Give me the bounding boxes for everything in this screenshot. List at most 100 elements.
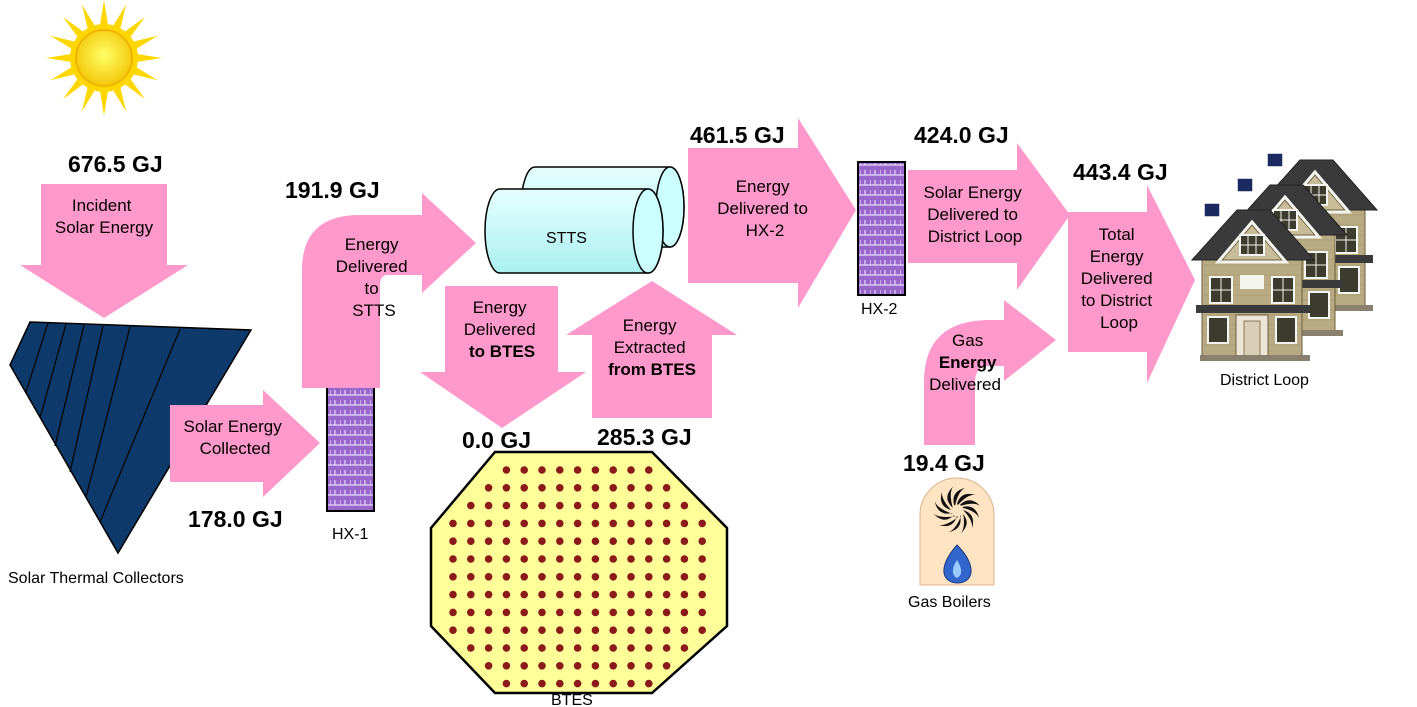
btes-borehole-dot (591, 501, 600, 510)
btes-borehole-dot (627, 466, 635, 474)
btes-borehole-dot (449, 626, 457, 634)
btes-borehole-dot (680, 555, 689, 563)
btes-borehole-dot (484, 608, 493, 617)
to-hx2-label: Energy Delivered to HX-2 (717, 177, 812, 240)
from-btes-value: 285.3 GJ (597, 424, 692, 450)
btes-borehole-dot (484, 644, 493, 652)
btes-borehole-dot (698, 519, 706, 528)
hx1-icon (326, 385, 375, 512)
btes-borehole-dot (556, 466, 564, 474)
btes-borehole-dot (467, 644, 475, 652)
btes-borehole-dot (662, 590, 671, 599)
btes-borehole-dot (556, 644, 564, 652)
to-hx2-value: 461.5 GJ (690, 122, 785, 148)
btes-borehole-dot (556, 590, 564, 599)
btes-borehole-dot (662, 555, 671, 563)
total-value: 443.4 GJ (1073, 159, 1168, 185)
btes-borehole-dot (645, 484, 653, 492)
btes-borehole-dot (609, 662, 617, 670)
total-label: Total Energy Delivered to District Loop (1081, 225, 1158, 332)
btes-borehole-dot (680, 626, 689, 634)
btes-borehole-dot (627, 501, 635, 510)
btes-borehole-dot (502, 501, 511, 510)
btes-borehole-dot (538, 519, 546, 528)
btes-borehole-dot (680, 519, 689, 528)
btes-borehole-dot (609, 466, 617, 474)
btes-borehole-dot (645, 555, 653, 563)
btes-borehole-dot (573, 679, 582, 688)
btes-borehole-dot (556, 519, 564, 528)
incident-value: 676.5 GJ (68, 151, 163, 177)
collected-label: Solar Energy Collected (183, 417, 286, 458)
btes-borehole-dot (591, 590, 600, 599)
btes-borehole-dot (502, 484, 511, 492)
btes-borehole-dot (591, 519, 600, 528)
btes-borehole-dot (484, 501, 493, 510)
btes-borehole-dot (502, 590, 511, 599)
btes-borehole-dot (467, 501, 475, 510)
btes-borehole-dot (467, 590, 475, 599)
btes-borehole-dot (698, 537, 706, 545)
btes-borehole-dot (449, 537, 457, 545)
btes-borehole-dot (609, 679, 617, 688)
gas-boiler-icon (919, 477, 995, 586)
btes-borehole-dot (662, 626, 671, 634)
btes-borehole-dot (662, 537, 671, 545)
btes-borehole-dot (520, 537, 528, 545)
btes-borehole-dot (645, 626, 653, 634)
from-btes-arrow (566, 281, 737, 418)
btes-borehole-dot (698, 573, 706, 581)
btes-borehole-dot (662, 484, 671, 492)
btes-borehole-dot (573, 573, 582, 581)
btes-borehole-dot (573, 644, 582, 652)
btes-borehole-dot (467, 573, 475, 581)
to-stts-arrow (302, 193, 476, 388)
btes-borehole-dot (609, 608, 617, 617)
to-loop-arrow (908, 143, 1070, 290)
btes-borehole-dot (645, 608, 653, 617)
btes-borehole-dot (484, 626, 493, 634)
btes-borehole-dot (662, 501, 671, 510)
btes-borehole-dot (609, 501, 617, 510)
btes-borehole-dot (680, 590, 689, 599)
gas-arrow (924, 300, 1056, 445)
btes-borehole-dot (645, 573, 653, 581)
btes-borehole-dot (484, 573, 493, 581)
btes-borehole-dot (627, 590, 635, 599)
btes-borehole-dot (502, 555, 511, 563)
btes-borehole-dot (449, 519, 457, 528)
btes-borehole-dot (591, 662, 600, 670)
btes-borehole-dot (520, 626, 528, 634)
btes-borehole-dot (556, 573, 564, 581)
btes-borehole-dot (520, 679, 528, 688)
btes-borehole-dot (609, 573, 617, 581)
btes-borehole-dot (645, 537, 653, 545)
to-stts-value: 191.9 GJ (285, 177, 380, 203)
btes-borehole-dot (662, 573, 671, 581)
btes-borehole-dot (538, 679, 546, 688)
btes-borehole-dot (573, 466, 582, 474)
btes-borehole-dot (502, 644, 511, 652)
btes-borehole-dot (556, 537, 564, 545)
btes-borehole-dot (645, 519, 653, 528)
to-stts-label: Energy Delivered to STTS (336, 235, 413, 320)
btes-borehole-dot (484, 519, 493, 528)
btes-borehole-dot (591, 626, 600, 634)
btes-borehole-dot (520, 484, 528, 492)
collectors-label: Solar Thermal Collectors (8, 570, 184, 587)
btes-borehole-dot (645, 466, 653, 474)
sun-icon (46, 0, 162, 116)
btes-borehole-dot (520, 644, 528, 652)
btes-borehole-dot (502, 608, 511, 617)
btes-borehole-dot (591, 537, 600, 545)
btes-borehole-dot (573, 590, 582, 599)
hx2-label: HX-2 (861, 301, 898, 318)
btes-borehole-dot (538, 626, 546, 634)
incident-label: Incident Solar Energy (55, 196, 154, 237)
to-btes-arrow (420, 286, 586, 428)
btes-borehole-dot (680, 501, 689, 510)
btes-borehole-dot (591, 573, 600, 581)
btes-borehole-dot (449, 608, 457, 617)
btes-borehole-dot (556, 608, 564, 617)
